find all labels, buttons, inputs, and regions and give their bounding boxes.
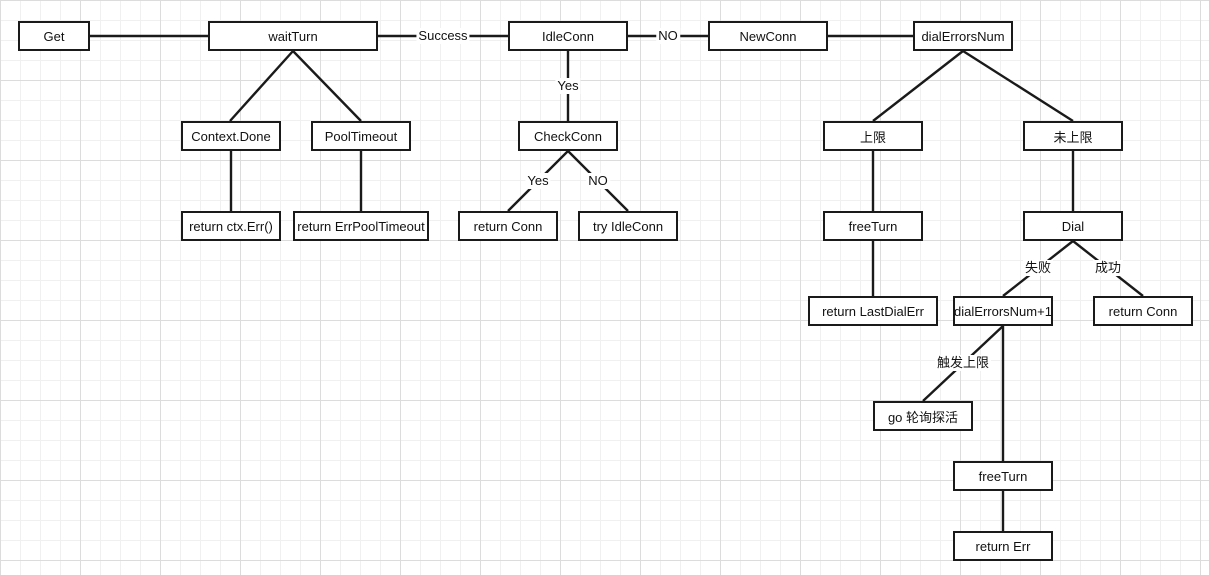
node-dialerrorsnum-plus1: dialErrorsNum+1 bbox=[953, 296, 1053, 326]
edge-label-yes: Yes bbox=[555, 78, 581, 94]
edge-label-success-cn: 成功 bbox=[1092, 260, 1124, 276]
edge-label-no: NO bbox=[586, 173, 610, 189]
node-return-conn-dial: return Conn bbox=[1093, 296, 1193, 326]
edge-waitturn-pooltimeout bbox=[292, 50, 362, 122]
node-try-idleconn: try IdleConn bbox=[578, 211, 678, 241]
edge-waitturn-contextdone bbox=[229, 50, 294, 122]
edge-label-no: NO bbox=[656, 28, 680, 44]
edge-dialerrorsnum-notupperlimit bbox=[962, 49, 1074, 123]
node-return-conn: return Conn bbox=[458, 211, 558, 241]
node-checkconn: CheckConn bbox=[518, 121, 618, 151]
node-context-done: Context.Done bbox=[181, 121, 281, 151]
node-newconn: NewConn bbox=[708, 21, 828, 51]
node-upper-limit: 上限 bbox=[823, 121, 923, 151]
edge-label-fail: 失败 bbox=[1022, 260, 1054, 276]
node-go-poll: go 轮询探活 bbox=[873, 401, 973, 431]
node-return-ctx-err: return ctx.Err() bbox=[181, 211, 281, 241]
node-get: Get bbox=[18, 21, 90, 51]
edge-label-success: Success bbox=[416, 28, 470, 44]
node-freeturn-err: freeTurn bbox=[953, 461, 1053, 491]
node-pooltimeout: PoolTimeout bbox=[311, 121, 411, 151]
node-freeturn: freeTurn bbox=[823, 211, 923, 241]
edge-label-trigger-limit: 触发上限 bbox=[934, 355, 992, 371]
node-waitturn: waitTurn bbox=[208, 21, 378, 51]
node-return-lastdialerr: return LastDialErr bbox=[808, 296, 938, 326]
node-dial: Dial bbox=[1023, 211, 1123, 241]
node-dialerrorsnum: dialErrorsNum bbox=[913, 21, 1013, 51]
node-return-errpooltimeout: return ErrPoolTimeout bbox=[293, 211, 429, 241]
edge-label-yes: Yes bbox=[525, 173, 551, 189]
node-return-err: return Err bbox=[953, 531, 1053, 561]
edge-dialerrorsnum-upperlimit bbox=[872, 50, 964, 122]
node-not-upper-limit: 未上限 bbox=[1023, 121, 1123, 151]
node-idleconn: IdleConn bbox=[508, 21, 628, 51]
